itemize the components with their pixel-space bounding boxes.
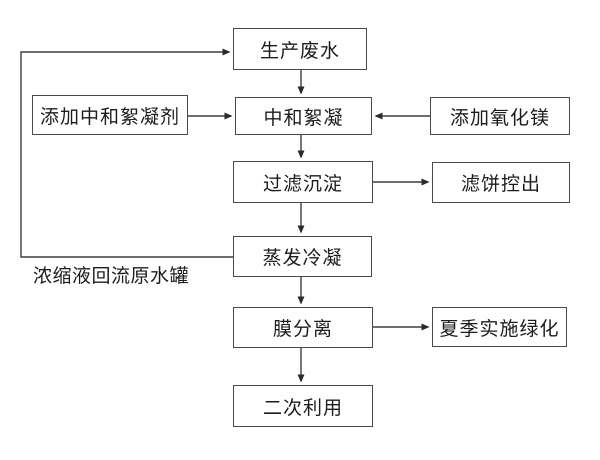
node-neutralization-flocculation: 中和絮凝	[235, 97, 372, 135]
node-evaporation-condensation: 蒸发冷凝	[233, 236, 372, 277]
node-production-wastewater: 生产废水	[233, 28, 367, 70]
node-label: 膜分离	[272, 318, 333, 340]
node-label: 滤饼控出	[460, 173, 541, 195]
node-label: 生产废水	[259, 39, 340, 62]
node-filter-cake-discharge: 滤饼控出	[432, 162, 570, 203]
node-label: 夏季实施绿化	[439, 317, 560, 340]
feedback-annotation: 浓缩液回流原水罐	[33, 265, 190, 287]
node-membrane-separation: 膜分离	[233, 307, 373, 348]
node-label: 添加氧化镁	[449, 106, 550, 129]
node-label: 蒸发冷凝	[262, 247, 343, 269]
edge-feedback-to-production	[20, 48, 233, 258]
node-filtration-sedimentation: 过滤沉淀	[233, 161, 373, 203]
node-summer-greening: 夏季实施绿化	[432, 307, 567, 347]
node-add-neutralizing-flocculant: 添加中和絮凝剂	[32, 95, 188, 135]
node-add-magnesium-oxide: 添加氧化镁	[430, 97, 570, 135]
node-secondary-use: 二次利用	[233, 385, 373, 427]
node-label: 过滤沉淀	[262, 172, 343, 195]
node-label: 中和絮凝	[263, 106, 344, 129]
node-label: 二次利用	[262, 396, 343, 419]
node-label: 添加中和絮凝剂	[39, 105, 180, 128]
